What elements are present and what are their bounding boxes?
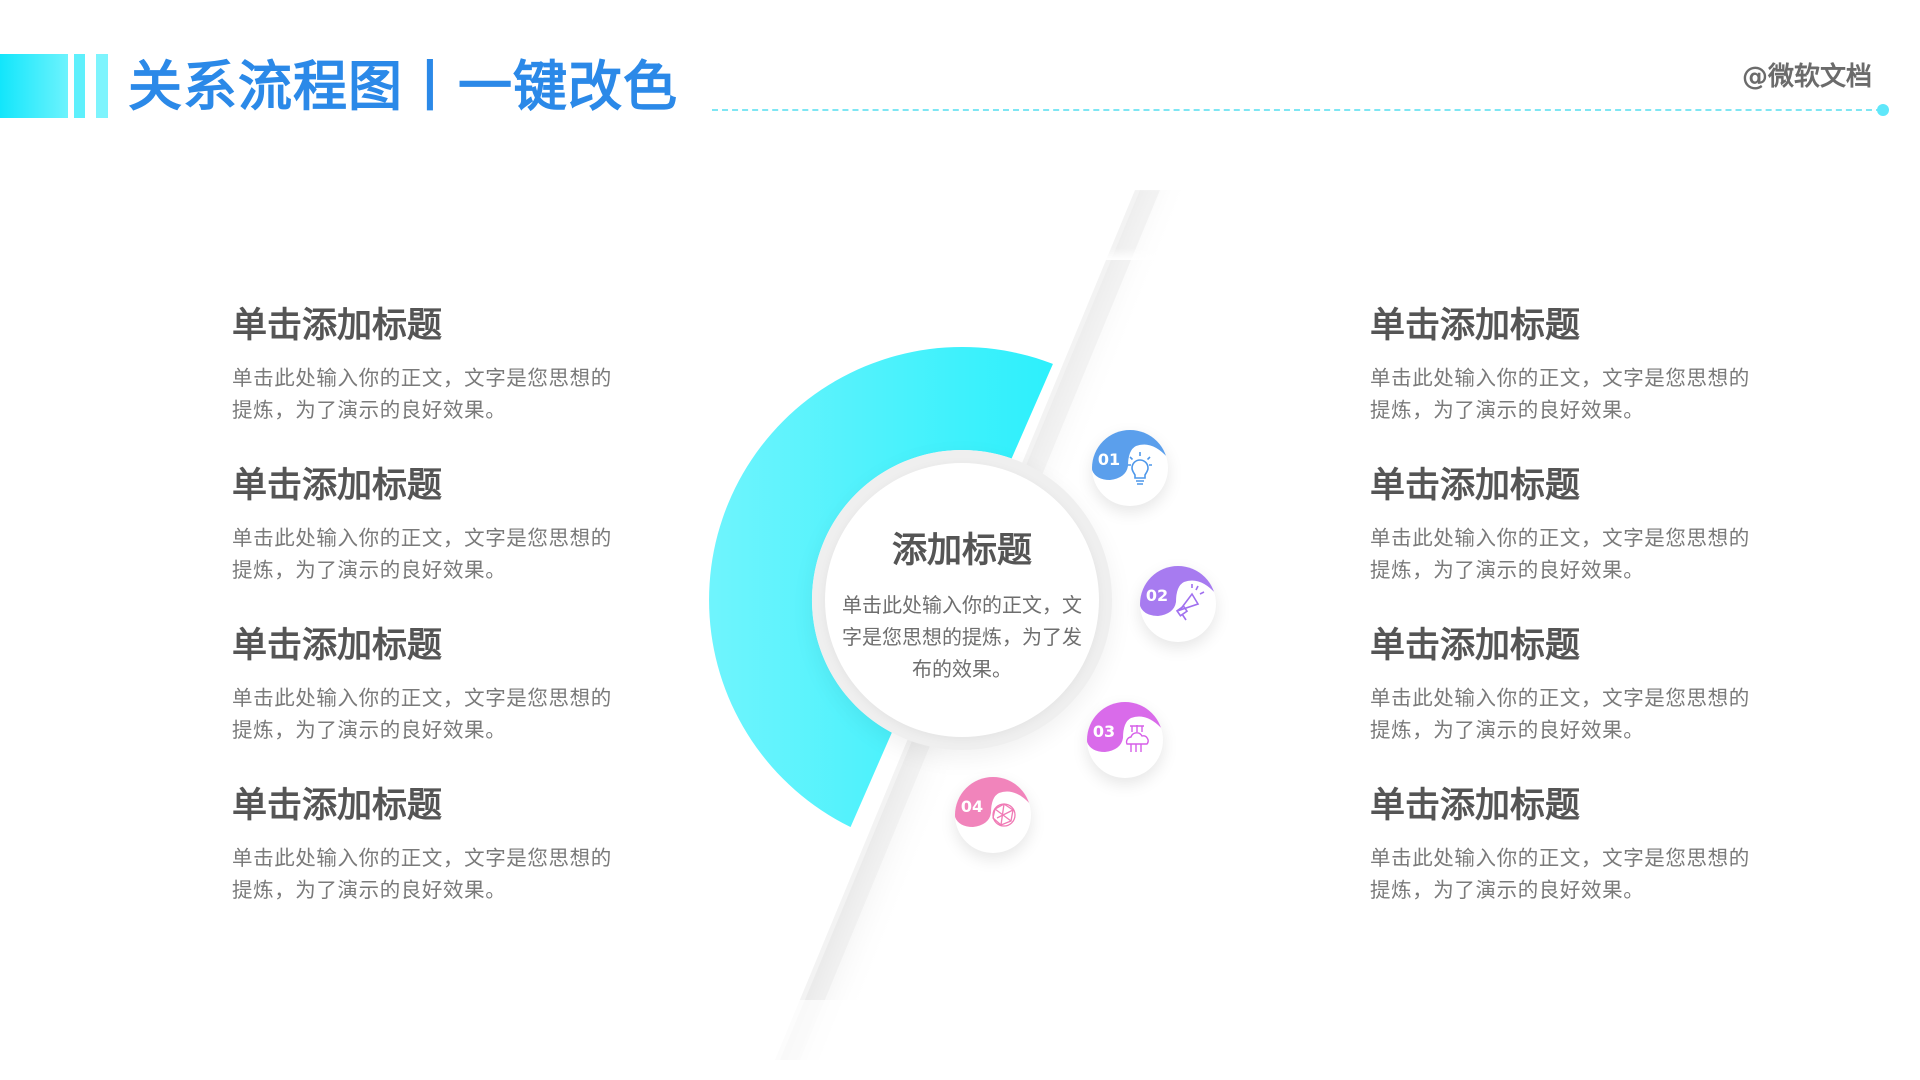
block-title[interactable]: 单击添加标题 [1370,306,1581,346]
block-body[interactable]: 单击此处输入你的正文，文字是您思想的提炼，为了演示的良好效果。 [232,846,612,902]
center-circle [825,463,1099,737]
block-title[interactable]: 单击添加标题 [232,306,443,346]
right-text-block-2: 单击添加标题 单击此处输入你的正文，文字是您思想的提炼，为了演示的良好效果。 [1370,466,1770,586]
block-body[interactable]: 单击此处输入你的正文，文字是您思想的提炼，为了演示的良好效果。 [232,526,612,582]
center-title[interactable]: 添加标题 [891,531,1032,571]
badge-03[interactable]: 03 [1087,702,1163,778]
block-title[interactable]: 单击添加标题 [232,466,443,506]
block-title[interactable]: 单击添加标题 [232,626,443,666]
badge-number: 02 [1145,586,1169,605]
block-body[interactable]: 单击此处输入你的正文，文字是您思想的提炼，为了演示的良好效果。 [232,366,612,422]
right-text-block-4: 单击添加标题 单击此处输入你的正文，文字是您思想的提炼，为了演示的良好效果。 [1370,786,1770,906]
left-text-block-2: 单击添加标题 单击此处输入你的正文，文字是您思想的提炼，为了演示的良好效果。 [232,466,632,586]
header-accent-bar [74,54,85,118]
header-accent-bar [96,54,108,118]
badge-02[interactable]: 02 [1140,566,1216,642]
megaphone-icon [1175,584,1205,621]
lightbulb-icon [1128,452,1152,485]
center-body[interactable]: 单击此处输入你的正文，文字是您思想的提炼，为了发布的效果。 [842,593,1082,681]
badge-04[interactable]: 04 [955,777,1031,853]
left-text-block-1: 单击添加标题 单击此处输入你的正文，文字是您思想的提炼，为了演示的良好效果。 [232,306,632,426]
header-divider-dot [1877,104,1889,116]
block-body[interactable]: 单击此处输入你的正文，文字是您思想的提炼，为了演示的良好效果。 [1370,366,1750,422]
left-text-block-4: 单击添加标题 单击此处输入你的正文，文字是您思想的提炼，为了演示的良好效果。 [232,786,632,906]
right-text-block-1: 单击添加标题 单击此处输入你的正文，文字是您思想的提炼，为了演示的良好效果。 [1370,306,1770,426]
block-title[interactable]: 单击添加标题 [1370,466,1581,506]
globe-network-icon [992,803,1016,827]
badge-01[interactable]: 01 [1092,430,1168,506]
badge-number: 01 [1097,450,1121,469]
block-body[interactable]: 单击此处输入你的正文，文字是您思想的提炼，为了演示的良好效果。 [1370,526,1750,582]
block-body[interactable]: 单击此处输入你的正文，文字是您思想的提炼，为了演示的良好效果。 [1370,846,1750,902]
block-title[interactable]: 单击添加标题 [1370,786,1581,826]
block-title[interactable]: 单击添加标题 [1370,626,1581,666]
cloud-network-icon [1125,725,1149,752]
badge-number: 04 [960,797,984,816]
badge-number: 03 [1092,722,1116,741]
header-gradient-block [0,54,68,118]
block-body[interactable]: 单击此处输入你的正文，文字是您思想的提炼，为了演示的良好效果。 [1370,686,1750,742]
right-text-block-3: 单击添加标题 单击此处输入你的正文，文字是您思想的提炼，为了演示的良好效果。 [1370,626,1770,746]
brand-label: @微软文档 [1742,62,1873,92]
block-body[interactable]: 单击此处输入你的正文，文字是您思想的提炼，为了演示的良好效果。 [232,686,612,742]
block-title[interactable]: 单击添加标题 [232,786,443,826]
page-title: 关系流程图丨一键改色 [128,55,678,118]
header-dashed-divider [712,109,1882,111]
left-text-block-3: 单击添加标题 单击此处输入你的正文，文字是您思想的提炼，为了演示的良好效果。 [232,626,632,746]
